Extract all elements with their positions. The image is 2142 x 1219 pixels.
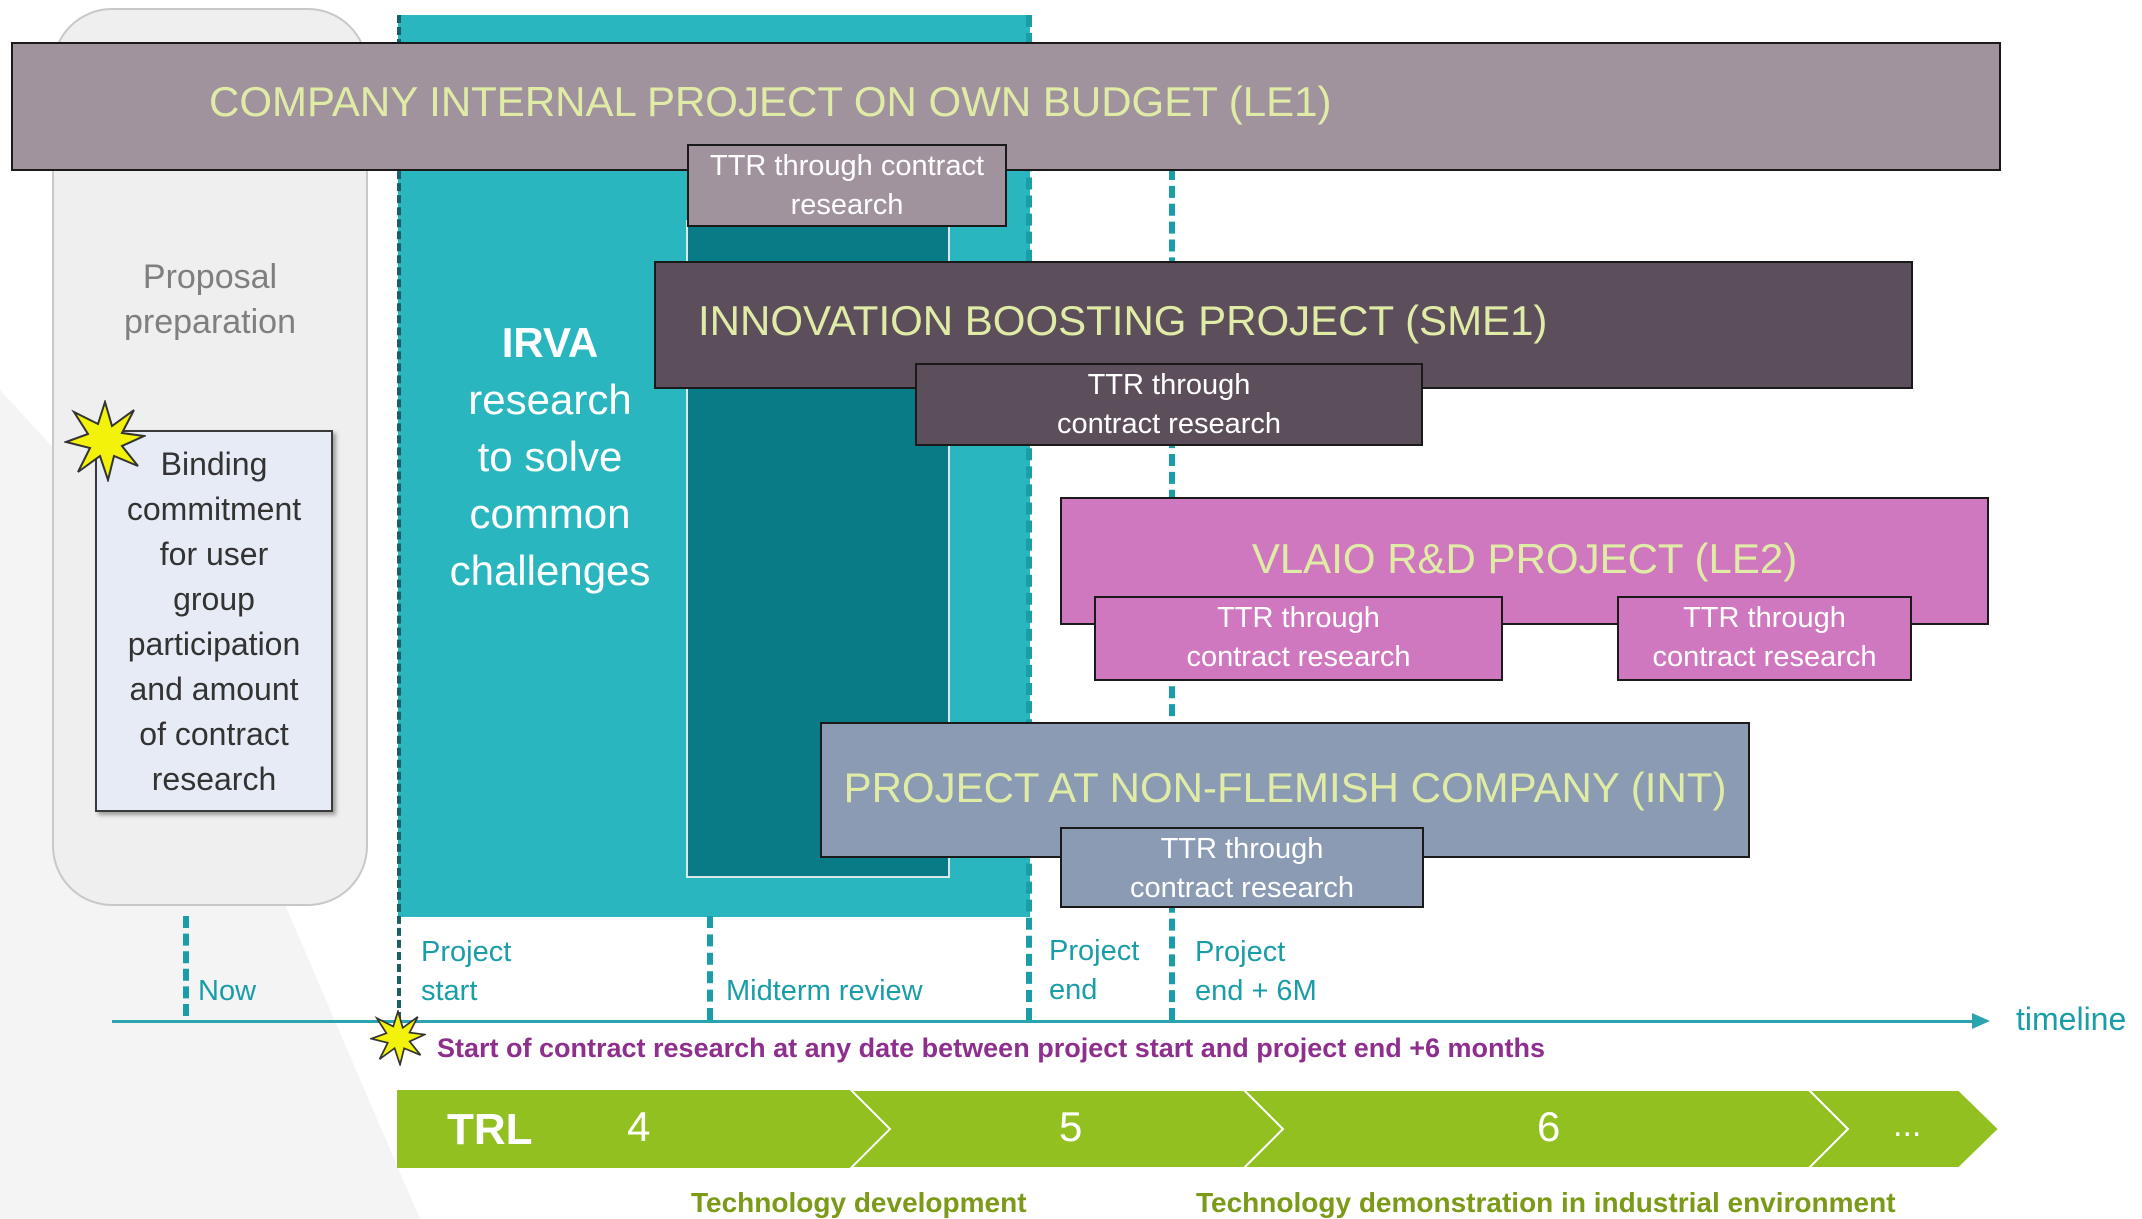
project-title-sme1: INNOVATION BOOSTING PROJECT (SME1) — [698, 297, 1548, 344]
timeline-axis — [112, 1020, 1974, 1023]
star-burst-icon — [64, 400, 146, 482]
timeline-label-project-start: Project start — [421, 933, 511, 1011]
binding-line-6: and amount — [129, 671, 299, 707]
project-title-le1: COMPANY INTERNAL PROJECT ON OWN BUDGET (… — [209, 78, 1332, 125]
project-start-line1: Project — [421, 936, 512, 968]
project-start-line2: start — [421, 975, 478, 1007]
proposal-label-line2: preparation — [123, 303, 296, 341]
trl-segment-5 — [849, 1090, 1285, 1168]
timeline-label-now: Now — [198, 975, 257, 1007]
ttr-le2-a-line2: contract research — [1186, 641, 1411, 673]
milestone-line-project-end — [1026, 15, 1032, 1020]
trl-level-more: ... — [1893, 1106, 1922, 1144]
irva-line-3: common — [469, 490, 631, 537]
irva-line-1: research — [468, 376, 632, 423]
ttr-le1-line2: research — [790, 189, 904, 221]
trl-segment-more — [1807, 1090, 1999, 1168]
start-note: Start of contract research at any date b… — [437, 1033, 1546, 1063]
start-star-icon — [370, 1010, 426, 1066]
timeline-arrow-icon — [1972, 1013, 1990, 1029]
trl-level-5: 5 — [1059, 1103, 1083, 1150]
proposal-label: Proposal preparation — [52, 255, 368, 345]
ttr-sme1-line1: TTR through — [1087, 369, 1251, 401]
ttr-box-le2-a: TTR through contract research — [1094, 596, 1503, 681]
project-end-line1: Project — [1049, 935, 1140, 967]
ttr-int-line1: TTR through — [1160, 833, 1324, 865]
ttr-int-line2: contract research — [1129, 872, 1355, 904]
ttr-box-sme1: TTR through contract research — [915, 363, 1423, 446]
milestone-line-midterm — [707, 916, 713, 1020]
binding-line-5: participation — [127, 626, 301, 662]
binding-line-4: group — [173, 581, 255, 617]
irva-text: IRVA research to solve common challenges — [430, 314, 670, 599]
trl-level-6: 6 — [1537, 1103, 1561, 1150]
phase-technology-development: Technology development — [691, 1187, 1027, 1218]
trl-segment-4 — [397, 1090, 890, 1168]
ttr-le1-line1: TTR through contract — [710, 150, 984, 182]
phase-technology-demonstration: Technology demonstration in industrial e… — [1196, 1187, 1896, 1218]
ttr-box-le2-b: TTR through contract research — [1617, 596, 1912, 681]
irva-title: IRVA — [501, 319, 599, 366]
binding-line-2: commitment — [126, 491, 302, 527]
ttr-le2-b-line1: TTR through — [1683, 602, 1846, 634]
project-end-line2: end — [1049, 974, 1098, 1006]
trl-label: TRL — [447, 1105, 533, 1154]
ttr-sme1-line2: contract research — [1056, 408, 1282, 440]
trl-level-4: 4 — [627, 1103, 651, 1150]
project-end6-line2: end + 6M — [1195, 975, 1317, 1007]
binding-line-3: for user — [159, 536, 269, 572]
binding-commitment-box: Binding commitment for user group partic… — [95, 430, 333, 812]
ttr-le2-b-line2: contract research — [1652, 641, 1877, 673]
ttr-box-int: TTR through contract research — [1060, 827, 1424, 908]
binding-line-8: research — [151, 761, 277, 797]
ttr-box-le1: TTR through contract research — [687, 144, 1007, 227]
project-title-le2: VLAIO R&D PROJECT (LE2) — [1251, 535, 1798, 582]
timeline-label: timeline — [2016, 1001, 2127, 1037]
timeline-label-midterm: Midterm review — [726, 975, 923, 1007]
milestone-line-now — [183, 916, 189, 1016]
binding-line-7: of contract — [139, 716, 289, 752]
project-title-int: PROJECT AT NON-FLEMISH COMPANY (INT) — [843, 764, 1727, 811]
project-end6-line1: Project — [1195, 936, 1286, 968]
ttr-le2-a-line1: TTR through — [1217, 602, 1380, 634]
binding-line-1: Binding — [160, 446, 268, 482]
irva-line-4: challenges — [449, 547, 651, 594]
proposal-label-line1: Proposal — [142, 258, 278, 296]
timeline-label-project-end: Project end — [1049, 932, 1139, 1010]
trl-segment-6 — [1242, 1090, 1850, 1168]
milestone-line-project-start — [397, 15, 401, 1020]
irva-line-2: to solve — [477, 433, 623, 480]
timeline-label-project-end-6m: Project end + 6M — [1195, 933, 1317, 1011]
trl-bar — [397, 1090, 1999, 1168]
